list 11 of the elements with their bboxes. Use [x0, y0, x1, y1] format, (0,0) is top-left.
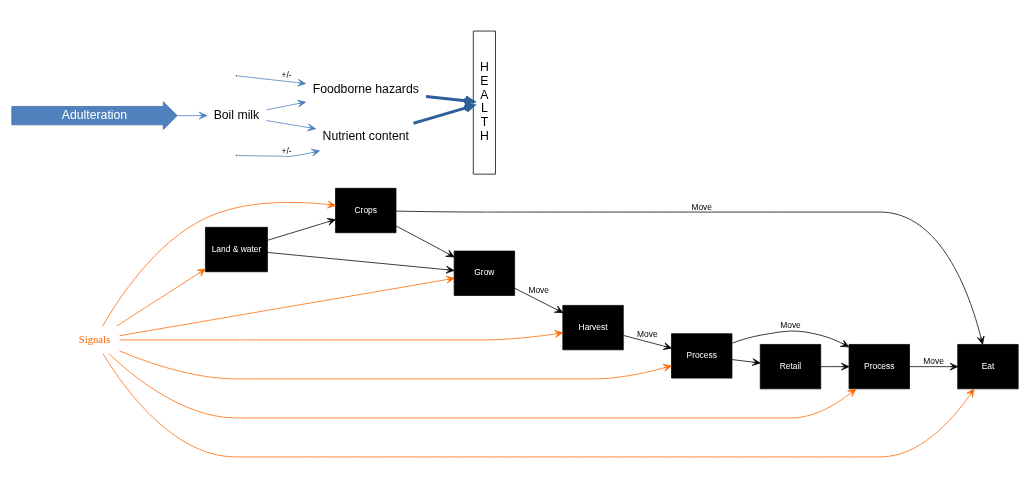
- edge-label: Move: [923, 356, 944, 367]
- node-text: Signals: [78, 332, 111, 345]
- node-text: Boil milk: [213, 107, 260, 122]
- edge-label: Move: [691, 201, 713, 212]
- node-text: Foodborne hazards: [312, 82, 419, 97]
- edge-label: Move: [637, 328, 658, 339]
- edge-label: Move: [780, 320, 801, 331]
- edge-label: Move: [528, 285, 549, 296]
- edge-label: +/-: [281, 69, 292, 80]
- edge-label: +/-: [281, 145, 292, 156]
- node-text: Nutrient content: [322, 128, 409, 143]
